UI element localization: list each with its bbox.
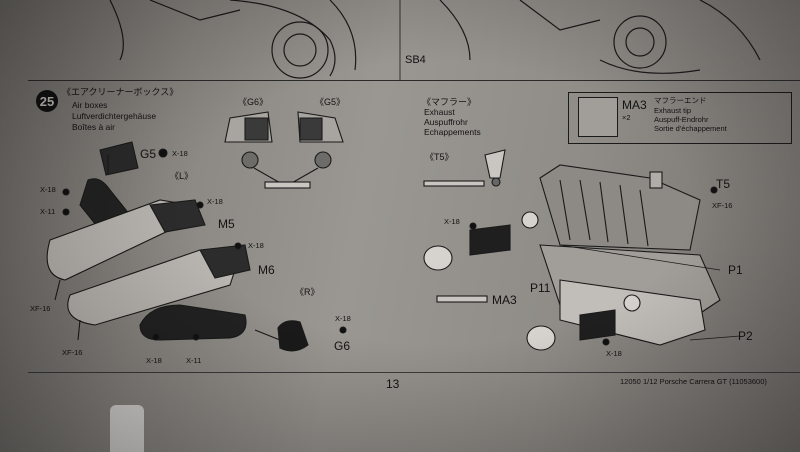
t5-label: T5 bbox=[716, 177, 731, 191]
paper-edge bbox=[110, 405, 144, 452]
m6-x18: X-18 bbox=[248, 241, 264, 250]
muffler-end-swatch bbox=[578, 97, 618, 137]
exhaust-assembly bbox=[423, 149, 741, 351]
step-title-fr: Boîtes à air bbox=[72, 122, 115, 132]
view-g5: 《G5》 bbox=[315, 97, 346, 107]
muffler-end-box bbox=[568, 92, 792, 144]
step-number-badge: 25 bbox=[36, 90, 58, 112]
muffler-end-fr: Sortie d'échappement bbox=[654, 124, 727, 133]
exhaust-title-de: Auspuffrohr bbox=[424, 117, 468, 127]
muffler-end-en: Exhaust tip bbox=[654, 106, 692, 115]
exhaust-title-fr: Echappements bbox=[424, 127, 481, 137]
r-x11: X-11 bbox=[186, 356, 202, 365]
left-xf16-b: XF-16 bbox=[62, 348, 83, 357]
g5-x18: X-18 bbox=[172, 149, 188, 158]
g6-g5-caps bbox=[224, 111, 344, 189]
t5-xf16: XF-16 bbox=[712, 201, 733, 210]
muffler-end-part: MA3 bbox=[622, 98, 647, 112]
sb4-label: SB4 bbox=[405, 54, 426, 66]
top-wheel-left bbox=[109, 0, 357, 79]
left-x18: X-18 bbox=[40, 185, 56, 194]
step-title-de: Luftverdichtergehäuse bbox=[72, 111, 157, 121]
muffler-end-jp: マフラーエンド bbox=[654, 96, 707, 105]
g6-label: G6 bbox=[334, 339, 351, 353]
exhaust-x18-top: X-18 bbox=[444, 217, 460, 226]
top-wheel-right bbox=[399, 0, 761, 80]
ma3-label: MA3 bbox=[492, 293, 517, 307]
left-xf16-a: XF-16 bbox=[30, 304, 51, 313]
r-x18: X-18 bbox=[146, 356, 162, 365]
model-info: 12050 1/12 Porsche Carrera GT (11053600) bbox=[620, 377, 767, 386]
m5-label: M5 bbox=[218, 217, 235, 231]
step-title-en: Air boxes bbox=[72, 100, 108, 110]
left-x11: X-11 bbox=[40, 207, 56, 216]
muffler-end-qty: ×2 bbox=[622, 113, 631, 122]
exhaust-title-jp: 《マフラー》 bbox=[422, 97, 477, 107]
m6-label: M6 bbox=[258, 263, 275, 277]
g5-label: G5 bbox=[140, 147, 157, 161]
m5-x18: X-18 bbox=[207, 197, 223, 206]
p11-label: P11 bbox=[530, 281, 551, 295]
section-divider bbox=[28, 80, 800, 81]
view-r: 《R》 bbox=[295, 287, 320, 297]
p2-label: P2 bbox=[738, 329, 753, 343]
footer-divider bbox=[28, 372, 800, 373]
exhaust-x18-bottom: X-18 bbox=[606, 349, 622, 358]
airbox-left bbox=[46, 141, 347, 352]
page-number: 13 bbox=[386, 377, 400, 391]
g6-x18: X-18 bbox=[335, 314, 351, 323]
view-t5: 《T5》 bbox=[425, 152, 454, 162]
exhaust-title-en: Exhaust bbox=[424, 107, 455, 117]
step-title-jp: 《エアクリーナーボックス》 bbox=[62, 87, 179, 97]
view-l: 《L》 bbox=[170, 171, 194, 181]
view-g6: 《G6》 bbox=[238, 97, 269, 107]
muffler-end-de: Auspuff-Endrohr bbox=[654, 115, 709, 124]
p1-label: P1 bbox=[728, 263, 743, 277]
